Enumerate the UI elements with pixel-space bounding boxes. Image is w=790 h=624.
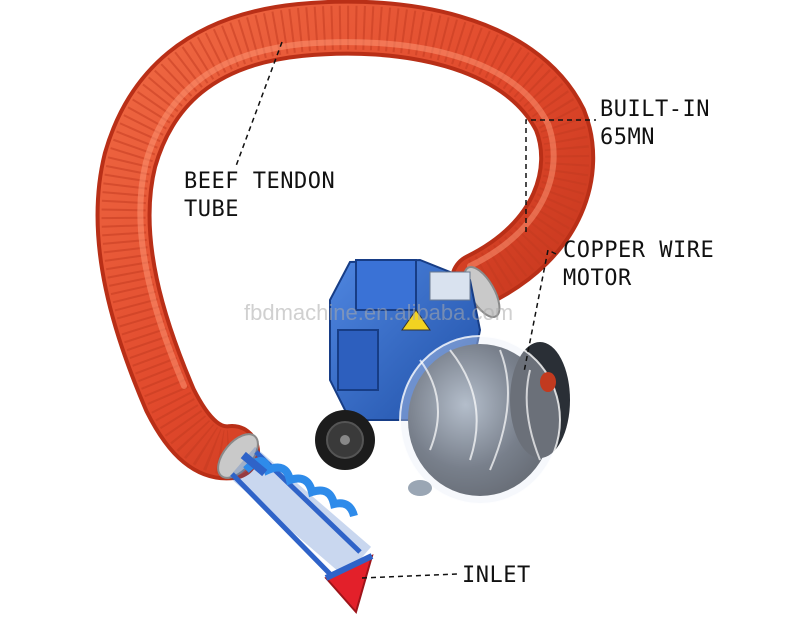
leader-beef-tendon bbox=[235, 41, 283, 167]
label-built-in-65mn: BUILT-IN 65MN bbox=[600, 97, 710, 150]
label-beef-tendon-tube: BEEF TENDON TUBE bbox=[184, 169, 336, 222]
leader-built-in bbox=[525, 119, 596, 232]
label-copper-wire-motor: COPPER WIRE MOTOR bbox=[563, 238, 715, 291]
leader-lines bbox=[235, 41, 596, 579]
inlet-spiral-tube bbox=[228, 446, 372, 578]
leader-copper-wire bbox=[523, 248, 557, 373]
label-inlet: INLET bbox=[462, 563, 531, 588]
leader-inlet bbox=[361, 573, 459, 579]
watermark: fbdmachine.en.alibaba.com bbox=[244, 300, 514, 325]
wheel bbox=[315, 410, 375, 470]
copper-wire-motor bbox=[399, 335, 570, 505]
inlet-cone bbox=[324, 553, 374, 615]
beef-tendon-tube bbox=[95, 0, 596, 481]
